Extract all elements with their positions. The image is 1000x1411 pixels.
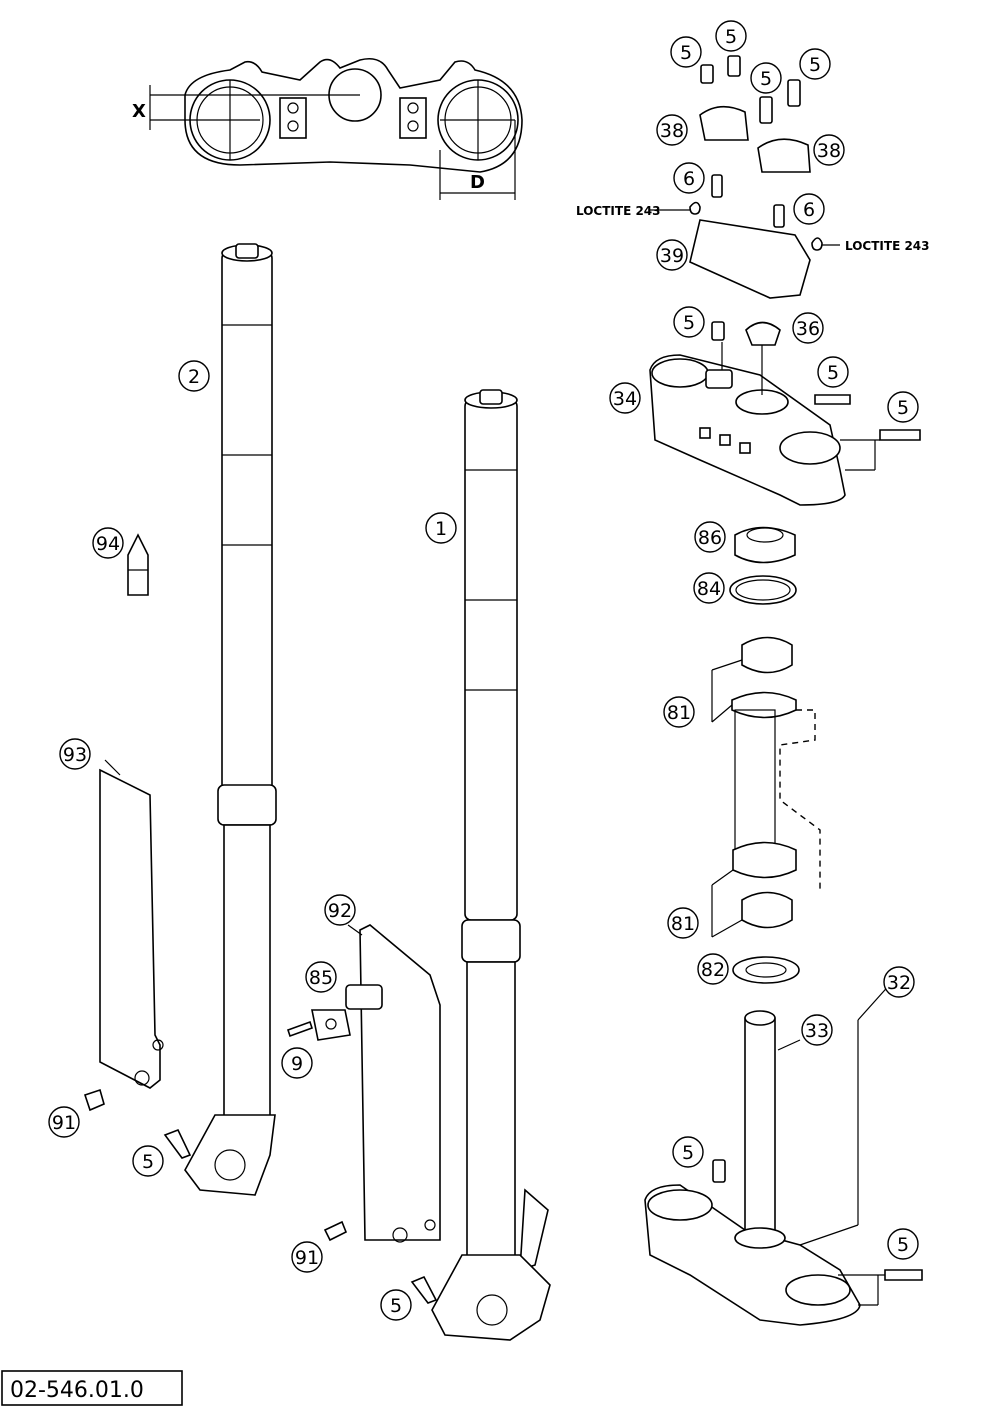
callout-6a: 6 <box>673 162 705 194</box>
dimension-d-label: D <box>470 172 485 193</box>
loctite-label-2: LOCTITE 243 <box>845 239 930 253</box>
svg-text:91: 91 <box>52 1112 76 1134</box>
svg-text:82: 82 <box>701 959 725 981</box>
callout-36: 36 <box>792 312 824 344</box>
svg-text:32: 32 <box>887 972 911 994</box>
callout-38b: 38 <box>813 134 845 166</box>
svg-text:5: 5 <box>682 1142 694 1164</box>
svg-text:5: 5 <box>760 68 772 90</box>
handlebar-clamps <box>650 55 840 299</box>
svg-text:9: 9 <box>291 1053 303 1075</box>
callout-2: 2 <box>178 360 210 392</box>
svg-text:36: 36 <box>796 318 820 340</box>
callout-33: 33 <box>801 1014 833 1046</box>
callout-5e: 5 <box>673 306 705 338</box>
callout-5j: 5 <box>132 1145 164 1177</box>
svg-text:2: 2 <box>188 366 200 388</box>
callout-91a: 91 <box>48 1106 80 1138</box>
callout-5b: 5 <box>715 20 747 52</box>
upper-triple-clamp-34 <box>649 321 921 506</box>
callout-82: 82 <box>697 953 729 985</box>
callout-81a: 81 <box>663 696 695 728</box>
svg-text:85: 85 <box>309 967 333 989</box>
fork-guard-93 <box>99 768 164 1089</box>
svg-text:38: 38 <box>817 140 841 162</box>
callout-1: 1 <box>425 512 457 544</box>
svg-text:5: 5 <box>680 42 692 64</box>
svg-text:86: 86 <box>698 527 722 549</box>
svg-text:5: 5 <box>827 362 839 384</box>
bolts-left <box>83 1088 438 1304</box>
drawing-number-box: 02-546.01.0 <box>1 1370 183 1406</box>
callout-34: 34 <box>609 382 641 414</box>
svg-text:1: 1 <box>435 518 447 540</box>
callout-39: 39 <box>656 239 688 271</box>
svg-text:5: 5 <box>809 54 821 76</box>
callout-6b: 6 <box>793 193 825 225</box>
svg-text:5: 5 <box>897 1234 909 1256</box>
svg-text:91: 91 <box>295 1247 319 1269</box>
svg-text:94: 94 <box>96 533 120 555</box>
callout-38a: 38 <box>656 114 688 146</box>
callout-86: 86 <box>694 521 726 553</box>
svg-text:38: 38 <box>660 120 684 142</box>
fork-guard-92 <box>359 924 441 1243</box>
svg-text:81: 81 <box>667 702 691 724</box>
callout-91b: 91 <box>291 1241 323 1273</box>
loctite-tube-94 <box>127 533 149 596</box>
lower-triple-clamp-32 <box>644 1010 923 1326</box>
callout-32: 32 <box>883 966 915 998</box>
svg-text:5: 5 <box>683 312 695 334</box>
svg-text:6: 6 <box>683 168 695 190</box>
clamp-85 <box>286 984 383 1041</box>
svg-text:5: 5 <box>725 26 737 48</box>
callout-5d: 5 <box>799 48 831 80</box>
callout-5h: 5 <box>672 1136 704 1168</box>
drawing-number: 02-546.01.0 <box>10 1378 144 1403</box>
svg-text:93: 93 <box>63 744 87 766</box>
callout-92: 92 <box>324 894 356 926</box>
svg-text:84: 84 <box>697 578 721 600</box>
svg-text:81: 81 <box>671 913 695 935</box>
callout-5g: 5 <box>887 391 919 423</box>
callout-5c: 5 <box>750 62 782 94</box>
svg-text:5: 5 <box>390 1295 402 1317</box>
loctite-label-1: LOCTITE 243 <box>576 204 661 218</box>
svg-text:92: 92 <box>328 900 352 922</box>
callout-5f: 5 <box>817 356 849 388</box>
svg-text:6: 6 <box>803 199 815 221</box>
svg-text:5: 5 <box>142 1151 154 1173</box>
svg-text:5: 5 <box>897 397 909 419</box>
callout-84: 84 <box>693 572 725 604</box>
callout-85: 85 <box>305 961 337 993</box>
svg-text:39: 39 <box>660 245 684 267</box>
fork-leg-1 <box>431 389 551 1341</box>
dimension-x-label: X <box>132 101 146 122</box>
steering-bearings <box>711 526 821 984</box>
callout-81b: 81 <box>667 907 699 939</box>
callout-94: 94 <box>92 527 124 559</box>
fork-leg-2 <box>184 243 277 1196</box>
callout-9: 9 <box>281 1047 313 1079</box>
callout-5k: 5 <box>380 1289 412 1321</box>
callout-5i: 5 <box>887 1228 919 1260</box>
callout-93: 93 <box>59 738 91 770</box>
svg-text:34: 34 <box>613 388 637 410</box>
triple-clamp-dimension-view: X D <box>132 57 523 200</box>
callout-5a: 5 <box>670 36 702 68</box>
svg-text:33: 33 <box>805 1020 829 1042</box>
